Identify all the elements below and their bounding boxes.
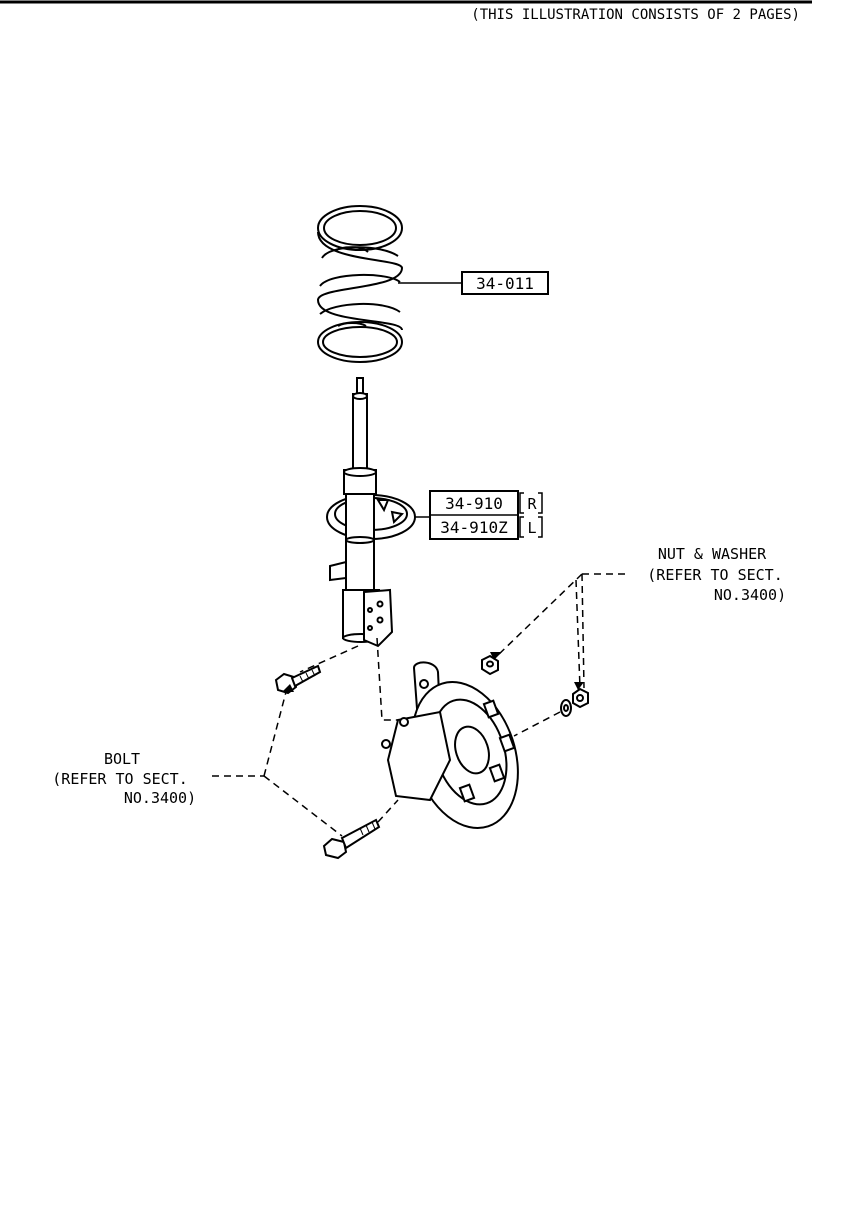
coil-spring[interactable] — [317, 205, 403, 363]
guide-arrowheads — [282, 652, 584, 692]
svg-text:L: L — [527, 519, 536, 537]
svg-text:R: R — [527, 495, 537, 513]
svg-text:(REFER TO SECT.: (REFER TO SECT. — [52, 770, 187, 788]
washer-lower[interactable] — [560, 699, 572, 717]
spring-part-number: 34-011 — [476, 274, 534, 293]
bolt-upper[interactable] — [274, 664, 322, 695]
svg-text:NUT & WASHER: NUT & WASHER — [658, 545, 767, 563]
steering-knuckle[interactable] — [381, 661, 536, 841]
nut-washer-callout: NUT & WASHER (REFER TO SECT. NO.3400) — [647, 545, 786, 604]
strut-part-label[interactable]: 34-910 34-910Z — [429, 490, 519, 540]
strut-assembly[interactable] — [326, 377, 416, 648]
assembly-guide-lines — [212, 573, 626, 837]
svg-text:NO.3400): NO.3400) — [124, 789, 196, 807]
nut-lower[interactable] — [572, 687, 589, 709]
nut-upper[interactable] — [481, 654, 499, 676]
bolt-callout: BOLT (REFER TO SECT. NO.3400) — [52, 750, 196, 807]
strut-side-right: R — [519, 492, 543, 514]
illustration-page-note: (THIS ILLUSTRATION CONSISTS OF 2 PAGES) — [471, 7, 800, 23]
spring-part-label[interactable]: 34-011 — [461, 271, 549, 295]
svg-text:(REFER TO SECT.: (REFER TO SECT. — [647, 566, 782, 584]
strut-side-left: L — [519, 516, 543, 538]
bolt-lower[interactable] — [322, 818, 381, 860]
strut-part-number-right: 34-910 — [445, 494, 503, 513]
strut-part-number-left: 34-910Z — [440, 518, 508, 537]
svg-text:NO.3400): NO.3400) — [714, 586, 786, 604]
svg-text:BOLT: BOLT — [104, 750, 140, 768]
